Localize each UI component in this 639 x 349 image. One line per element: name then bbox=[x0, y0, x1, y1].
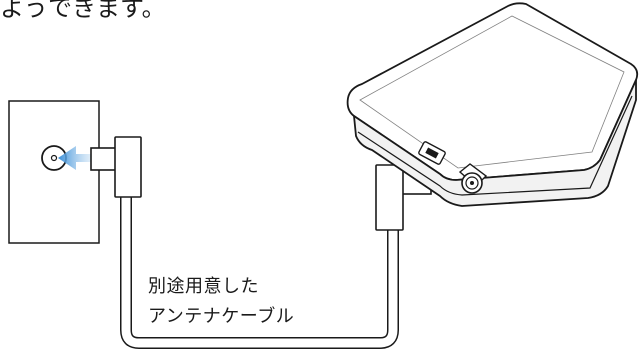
cable-label-line1: 別途用意した bbox=[148, 276, 259, 297]
left-l-plug bbox=[90, 136, 142, 198]
antenna-cable bbox=[120, 193, 399, 349]
device-antenna-connector bbox=[458, 163, 488, 194]
right-plug-body bbox=[375, 164, 404, 231]
header-partial-text: ようできます。 bbox=[0, 0, 166, 22]
outlet-plate bbox=[8, 100, 100, 244]
outlet-jack-pin bbox=[50, 154, 58, 162]
device-side-body bbox=[353, 79, 637, 207]
device-port-inner bbox=[425, 147, 439, 159]
wall-antenna-outlet bbox=[8, 100, 100, 244]
device-base-edge bbox=[357, 95, 633, 196]
connector-pin bbox=[470, 181, 474, 185]
cable-label-line2: アンテナケーブル bbox=[148, 306, 295, 327]
arrow-into-outlet-icon bbox=[58, 146, 112, 170]
cable-inner bbox=[121, 193, 398, 348]
left-plug-tip bbox=[90, 147, 118, 171]
tuner-device bbox=[346, 2, 639, 207]
left-plug-body bbox=[114, 136, 142, 198]
device-port bbox=[418, 141, 446, 165]
